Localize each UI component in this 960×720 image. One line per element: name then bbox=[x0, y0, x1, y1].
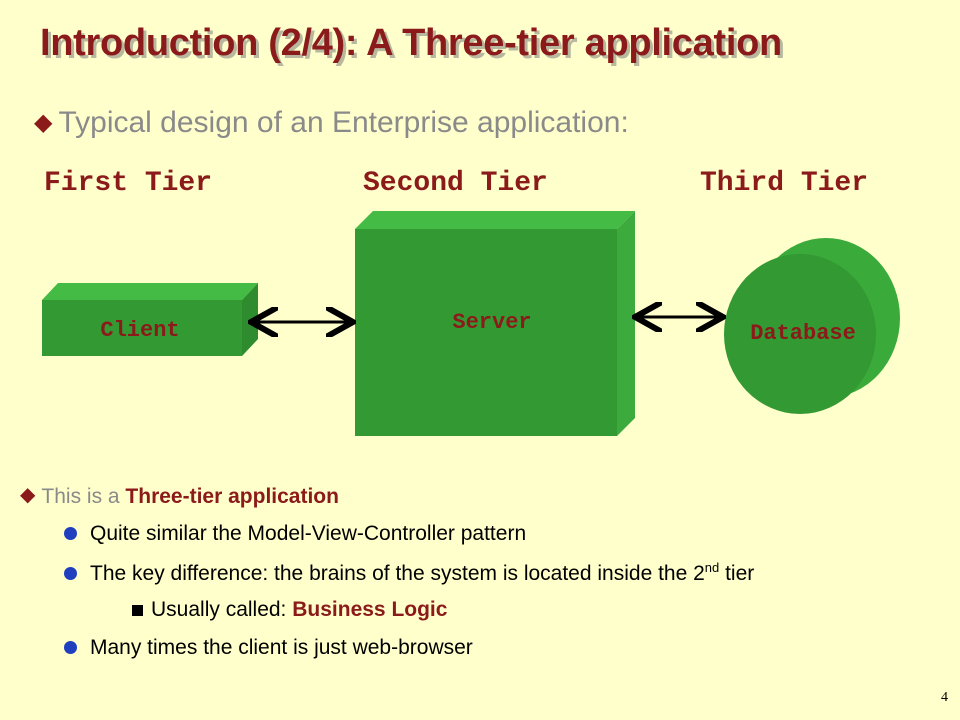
client-label: Client bbox=[100, 318, 179, 343]
sub-bullet-mvc: Quite similar the Model-View-Controller … bbox=[64, 522, 526, 546]
sub-bullet-difference: The key difference: the brains of the sy… bbox=[64, 560, 754, 586]
slide-title: Introduction (2/4): A Three-tier applica… bbox=[40, 22, 782, 64]
third-tier-label: Third Tier bbox=[700, 168, 869, 199]
database-label: Database bbox=[750, 321, 856, 346]
diamond-bullet-icon: ◆ bbox=[20, 484, 36, 506]
business-logic-emphasis: Business Logic bbox=[292, 598, 448, 621]
page-number: 4 bbox=[941, 690, 948, 705]
circle-bullet-icon bbox=[64, 527, 77, 540]
second-tier-label: Second Tier bbox=[363, 168, 548, 199]
client-box: Client bbox=[42, 283, 258, 356]
three-tier-emphasis: Three-tier application bbox=[125, 485, 339, 508]
subtitle-text: Typical design of an Enterprise applicat… bbox=[58, 106, 629, 139]
subtitle: ◆Typical design of an Enterprise applica… bbox=[34, 106, 629, 140]
circle-bullet-icon bbox=[64, 641, 77, 654]
circle-bullet-icon bbox=[64, 567, 77, 580]
diamond-bullet-icon: ◆ bbox=[34, 109, 53, 136]
subsub-bullet-business-logic: Usually called: Business Logic bbox=[132, 598, 447, 622]
main-bullet: ◆This is a Three-tier application bbox=[20, 484, 339, 508]
sub-bullet-browser: Many times the client is just web-browse… bbox=[64, 636, 473, 660]
server-label: Server bbox=[452, 310, 531, 335]
database-cylinder: Database bbox=[724, 238, 900, 414]
server-box: Server bbox=[355, 211, 635, 436]
square-bullet-icon bbox=[132, 605, 143, 616]
first-tier-label: First Tier bbox=[44, 168, 213, 199]
